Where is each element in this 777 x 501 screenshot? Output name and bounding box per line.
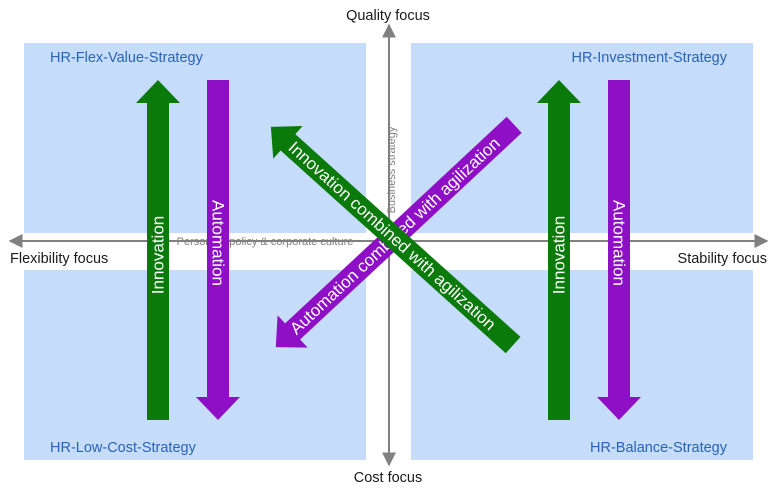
svg-text:Automation: Automation	[610, 200, 629, 286]
quadrant-label-bottom-left: HR-Low-Cost-Strategy	[50, 440, 197, 456]
svg-text:Innovation: Innovation	[149, 216, 168, 294]
arrow-left-innovation: Innovation	[136, 80, 180, 420]
horizontal-axis-sublabel: Personnel policy & corporate culture	[177, 236, 354, 248]
svg-text:Automation: Automation	[209, 200, 228, 286]
quadrant-label-bottom-right: HR-Balance-Strategy	[590, 440, 728, 456]
quadrant-top-right	[411, 43, 753, 233]
quadrant-label-top-right: HR-Investment-Strategy	[571, 50, 727, 66]
arrow-right-automation: Automation	[597, 80, 641, 420]
arrow-left-automation: Automation	[196, 80, 240, 420]
axis-label-right: Stability focus	[678, 251, 767, 267]
axis-label-left: Flexibility focus	[10, 251, 108, 267]
vertical-axis-sublabel: Business strategy	[386, 126, 398, 213]
quadrant-top-left	[24, 43, 366, 233]
axis-label-bottom: Cost focus	[354, 470, 423, 486]
arrow-right-innovation: Innovation	[537, 80, 581, 420]
axis-label-top: Quality focus	[346, 8, 430, 24]
svg-text:Innovation: Innovation	[550, 216, 569, 294]
quadrant-label-top-left: HR-Flex-Value-Strategy	[50, 50, 204, 66]
